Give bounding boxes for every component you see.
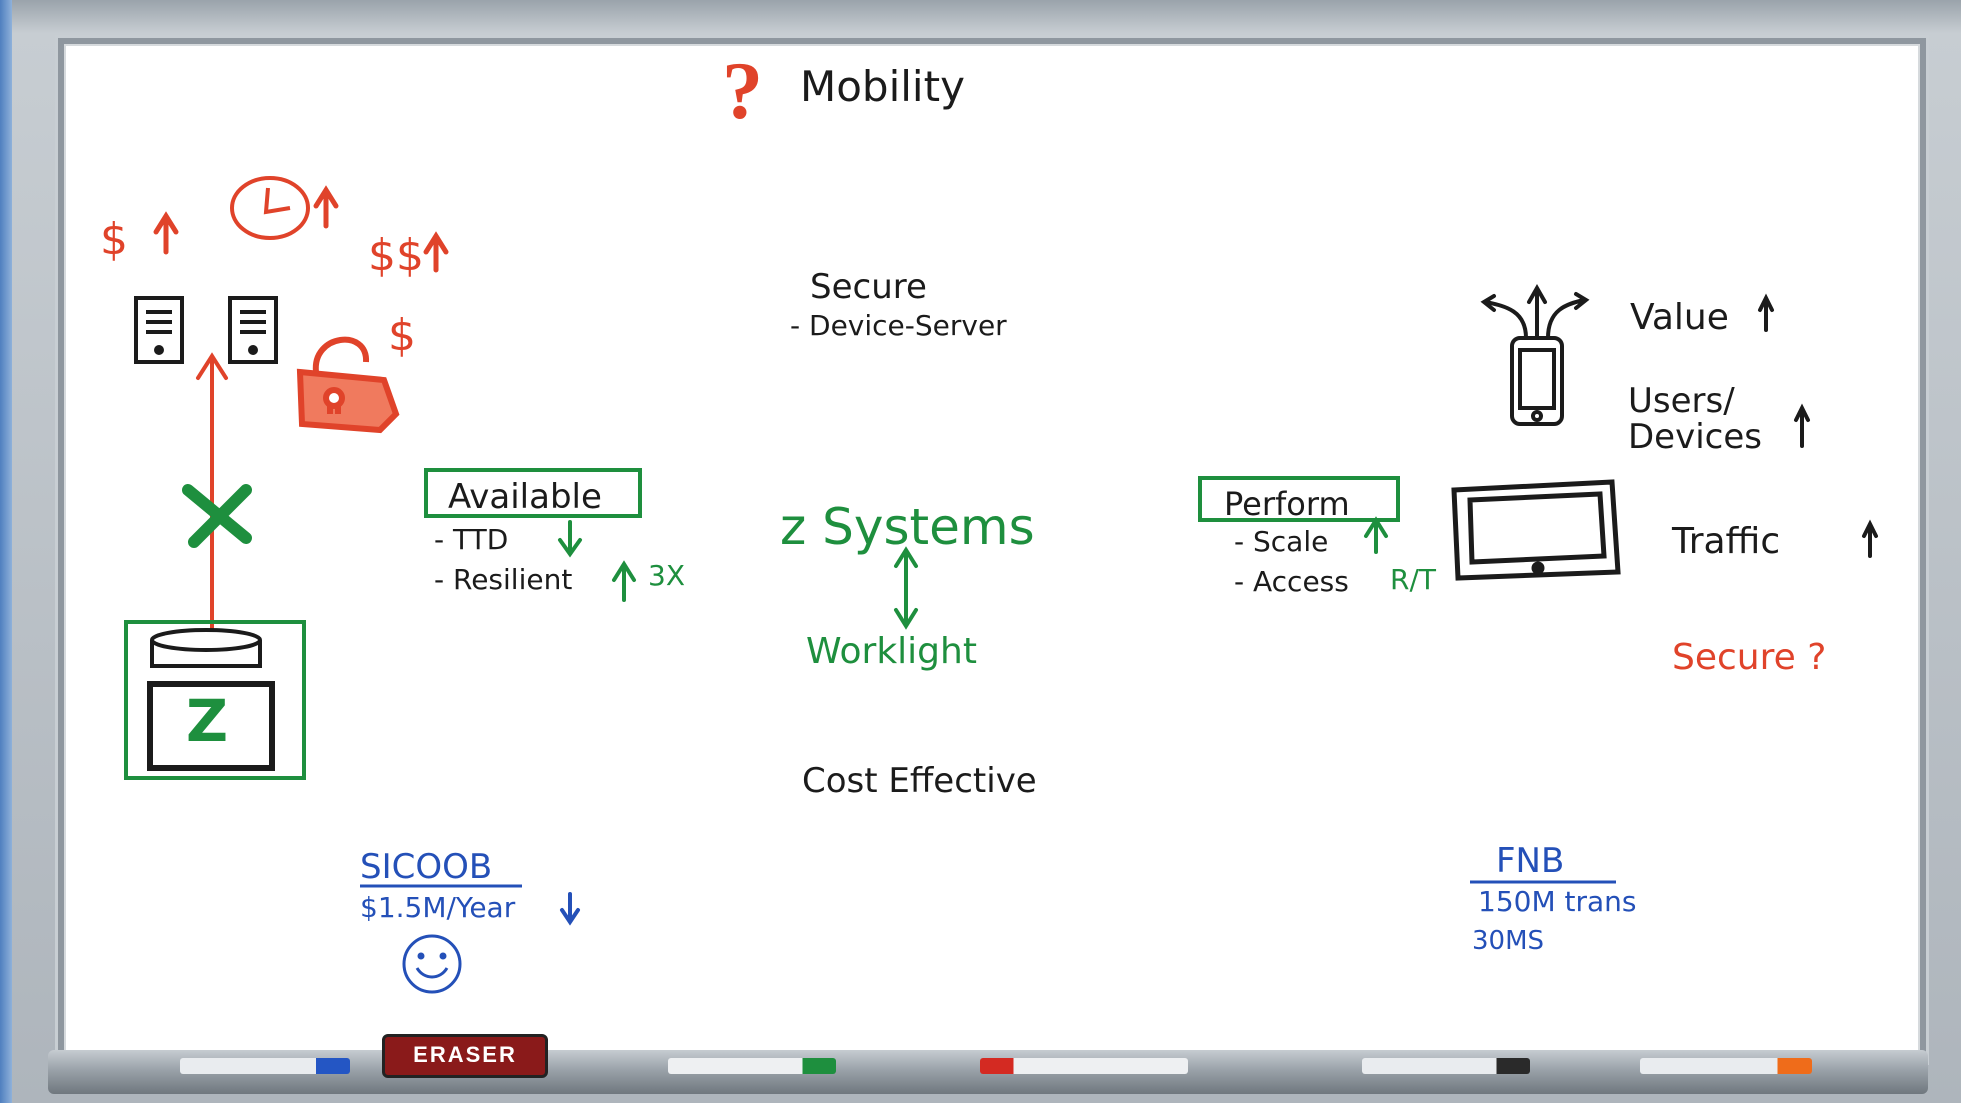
tablet-icon bbox=[1451, 479, 1621, 581]
marker-black[interactable] bbox=[1362, 1058, 1530, 1074]
mainframe-z-label: Z bbox=[186, 687, 229, 755]
marker-blue[interactable] bbox=[180, 1058, 350, 1074]
marker-orange[interactable] bbox=[1640, 1058, 1812, 1074]
marker-red[interactable] bbox=[980, 1058, 1188, 1074]
z-systems-label: z Systems bbox=[780, 498, 1035, 556]
access-rt-note: R/T bbox=[1390, 563, 1436, 596]
available-ttd: - TTD bbox=[434, 523, 509, 556]
perform-scale: - Scale bbox=[1234, 525, 1329, 558]
perform-access: - Access bbox=[1234, 565, 1349, 598]
traffic-label: Traffic bbox=[1672, 521, 1781, 562]
worklight-label: Worklight bbox=[806, 631, 977, 672]
value-label: Value bbox=[1630, 297, 1729, 338]
clock-icon bbox=[230, 176, 310, 240]
mainframe-icon bbox=[124, 620, 306, 780]
resilient-3x-note: 3X bbox=[648, 559, 685, 592]
smiley-icon bbox=[402, 934, 462, 994]
devices-label: Devices bbox=[1628, 417, 1762, 457]
green-x-icon bbox=[182, 484, 252, 548]
secure-heading: Secure bbox=[810, 267, 927, 307]
marker-green[interactable] bbox=[668, 1058, 836, 1074]
available-heading: Available bbox=[448, 477, 602, 517]
fnb-latency: 30MS bbox=[1472, 926, 1545, 956]
up-arrow-icon bbox=[153, 185, 449, 273]
fnb-label: FNB bbox=[1496, 841, 1565, 881]
secure-question-label: Secure ? bbox=[1672, 637, 1827, 678]
sicoob-label: SICOOB bbox=[360, 847, 493, 887]
up-arrow-icon bbox=[1758, 293, 1878, 558]
cost-effective-label: Cost Effective bbox=[802, 761, 1037, 801]
perform-heading: Perform bbox=[1224, 485, 1350, 523]
available-resilient: - Resilient bbox=[434, 563, 573, 596]
server-icon bbox=[134, 296, 278, 364]
page-title: Mobility bbox=[800, 62, 965, 111]
lock-dollar-label: $ bbox=[388, 310, 416, 361]
dollar-label: $ bbox=[100, 214, 128, 265]
secure-device-server: - Device-Server bbox=[790, 309, 1007, 342]
long-up-arrow-icon bbox=[196, 352, 228, 630]
question-mark: ? bbox=[722, 45, 763, 136]
double-dollar-label: $$ bbox=[368, 230, 424, 281]
branching-arrows-icon bbox=[1480, 283, 1590, 340]
eraser[interactable]: ERASER bbox=[382, 1034, 548, 1078]
sicoob-savings: $1.5M/Year bbox=[360, 891, 516, 924]
users-label: Users/ bbox=[1628, 381, 1735, 421]
unlocked-padlock-icon bbox=[296, 336, 400, 434]
fnb-transactions: 150M trans bbox=[1478, 885, 1637, 918]
